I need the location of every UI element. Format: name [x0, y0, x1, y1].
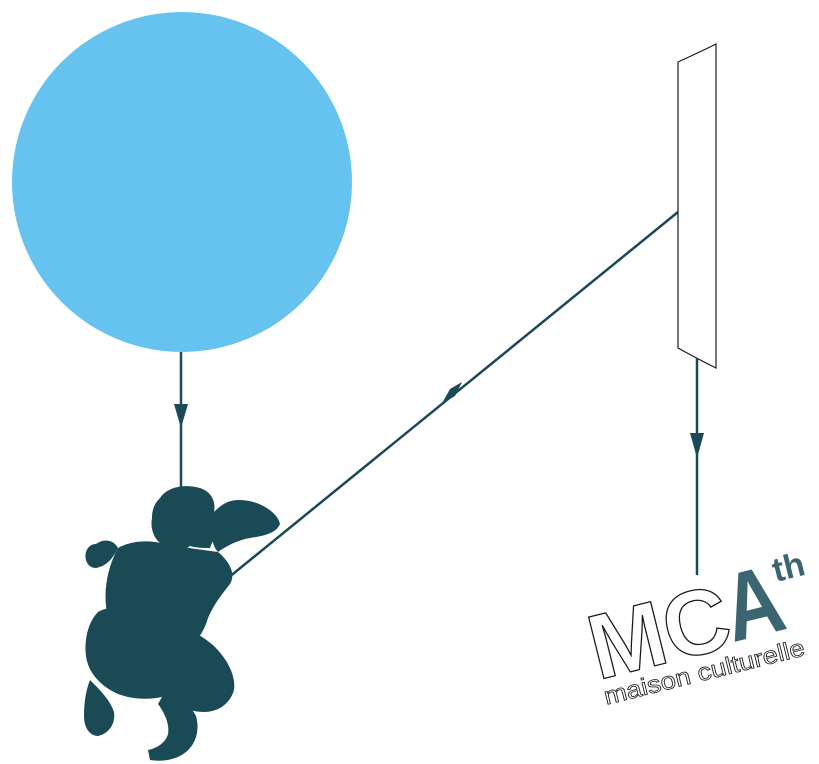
crouching-person-silhouette-icon [84, 486, 280, 761]
screen-to-logo-arrow-icon [690, 433, 704, 458]
sun-circle-icon [12, 12, 352, 352]
circle-to-person-arrow-icon [174, 404, 188, 428]
projection-screen-icon [678, 44, 716, 368]
